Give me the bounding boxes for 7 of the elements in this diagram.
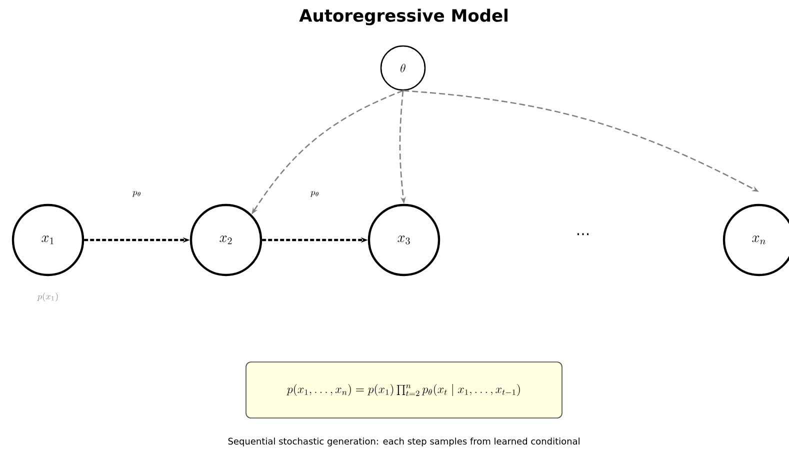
ellipsis: ⋯	[577, 233, 589, 236]
node-caption: $p(x_1)$	[37, 292, 58, 302]
edge-label: $p_\theta$	[132, 191, 140, 197]
caption: Sequential stochastic generation: each step samples from learned conditional	[228, 438, 580, 446]
formula-box: $p(x_1, \ldots, x_n) = p(x_1) \prod_{t=2}^{n} p_\theta(x_t \mid x_1, \ldots, x_{t-1})$	[246, 362, 562, 418]
title: Autoregressive Model	[299, 8, 508, 26]
edge-label: $p_\theta$	[310, 191, 318, 197]
